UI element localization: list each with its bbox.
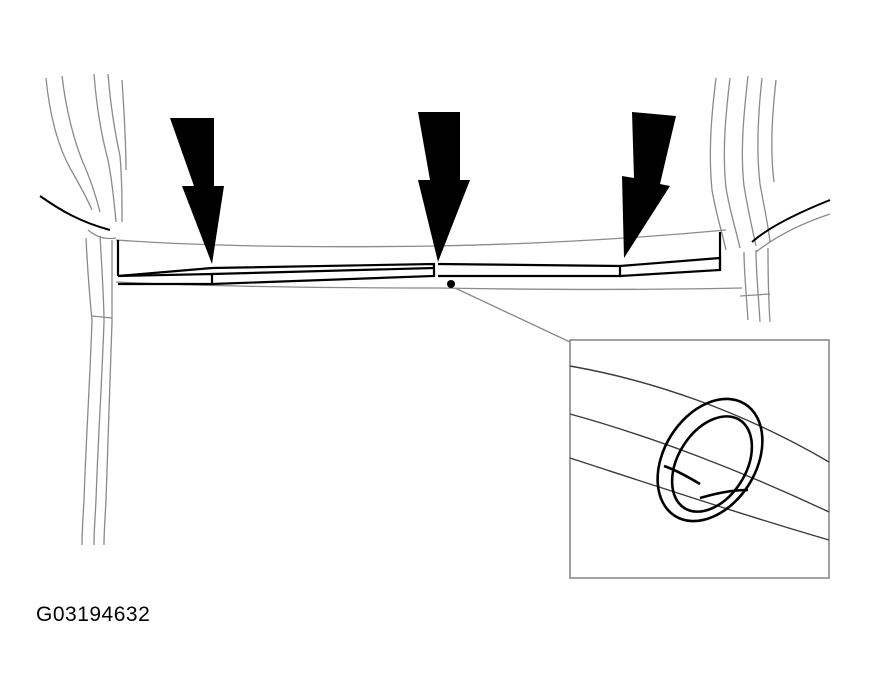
right-door-edge: [751, 199, 831, 243]
figure-code: G03194632: [36, 603, 151, 626]
clip-location-dot: [447, 280, 455, 288]
right-door-edge-inner: [755, 213, 831, 253]
detail-frame: [569, 339, 830, 579]
left-door-edge: [39, 195, 111, 231]
trim-panel: [116, 232, 722, 286]
detail-leader-line: [454, 287, 571, 343]
down-arrow-icon: [418, 112, 470, 262]
left-pillar-sketch: [45, 73, 127, 546]
retaining-clip-icon: [656, 397, 764, 523]
right-pillar-sketch: [709, 75, 777, 323]
down-arrow-icon: [170, 118, 224, 264]
down-arrow-icon: [622, 112, 676, 258]
detail-inset: [569, 339, 830, 579]
